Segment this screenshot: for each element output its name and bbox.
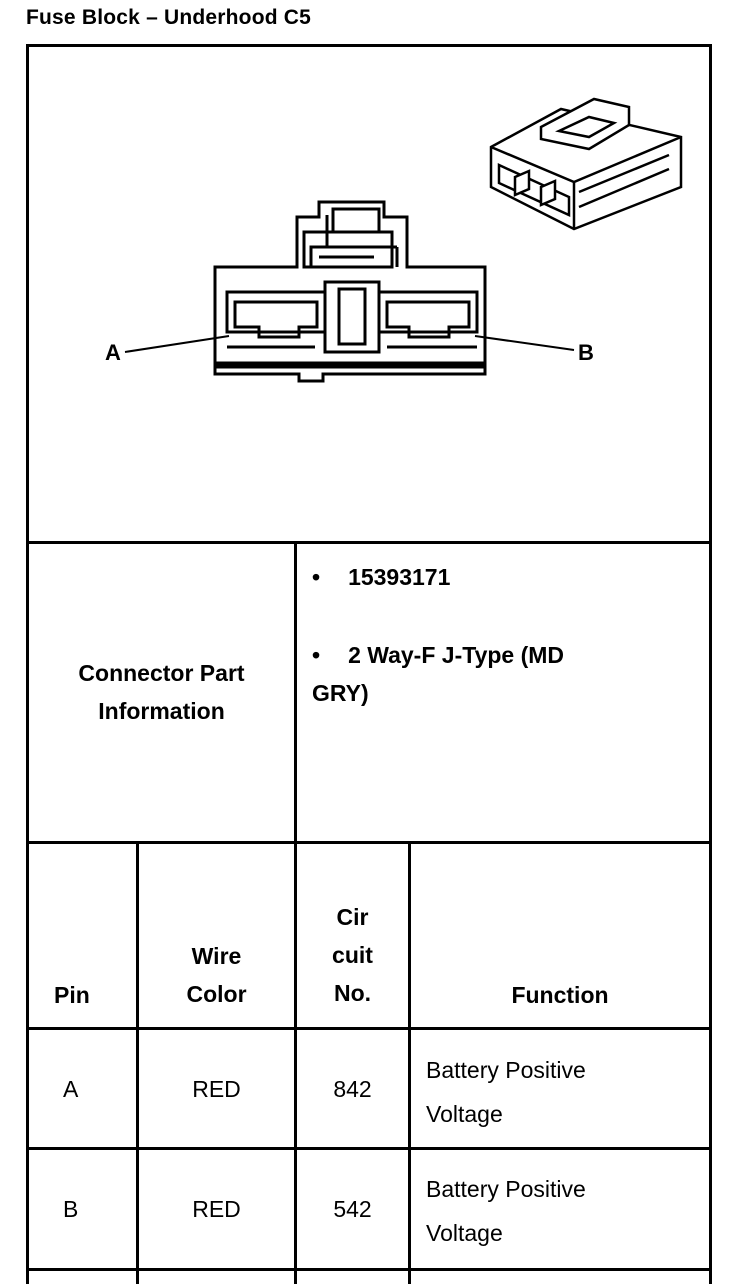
pin-a-label: A [105, 340, 121, 365]
connector-drawing [124, 97, 683, 383]
row-b-pin: B [63, 1196, 79, 1222]
row-b-wire-color: RED [192, 1196, 241, 1222]
divider [26, 1027, 712, 1030]
column-divider [136, 841, 139, 1284]
column-divider [408, 841, 411, 1284]
row-a-pin: A [63, 1076, 79, 1102]
connector-diagram: A B [29, 47, 709, 541]
header-pin: Pin [54, 982, 90, 1008]
divider [26, 841, 712, 844]
row-a-wire-color: RED [192, 1076, 241, 1102]
bullet-icon: • [312, 564, 321, 590]
header-circuit-no: Cir cuit No. [332, 904, 373, 1006]
header-function: Function [511, 982, 609, 1008]
connector-info-label: Connector Part Information [78, 660, 245, 724]
row-a-function: Battery Positive Voltage [426, 1057, 586, 1127]
row-a-circuit: 842 [333, 1076, 372, 1102]
part-number-item: • 15393171 [312, 558, 450, 596]
page-title: Fuse Block – Underhood C5 [26, 6, 312, 29]
divider [26, 1268, 712, 1271]
connector-3d-view [489, 97, 683, 231]
divider [26, 541, 712, 544]
bullet-icon: • [312, 642, 321, 668]
divider [26, 1147, 712, 1150]
row-b-function: Battery Positive Voltage [426, 1176, 586, 1246]
pin-a-leader [124, 335, 230, 353]
connector-face [213, 200, 487, 383]
connector-table-frame [26, 44, 712, 1284]
header-wire-color: Wire Color [186, 943, 247, 1007]
column-divider [294, 541, 297, 1284]
connector-description: •2 Way-F J-Type (MD GRY) [312, 642, 565, 706]
part-number: 15393171 [348, 564, 451, 590]
row-b-circuit: 542 [333, 1196, 372, 1222]
pin-b-label: B [578, 340, 594, 365]
pin-b-leader [474, 335, 575, 351]
